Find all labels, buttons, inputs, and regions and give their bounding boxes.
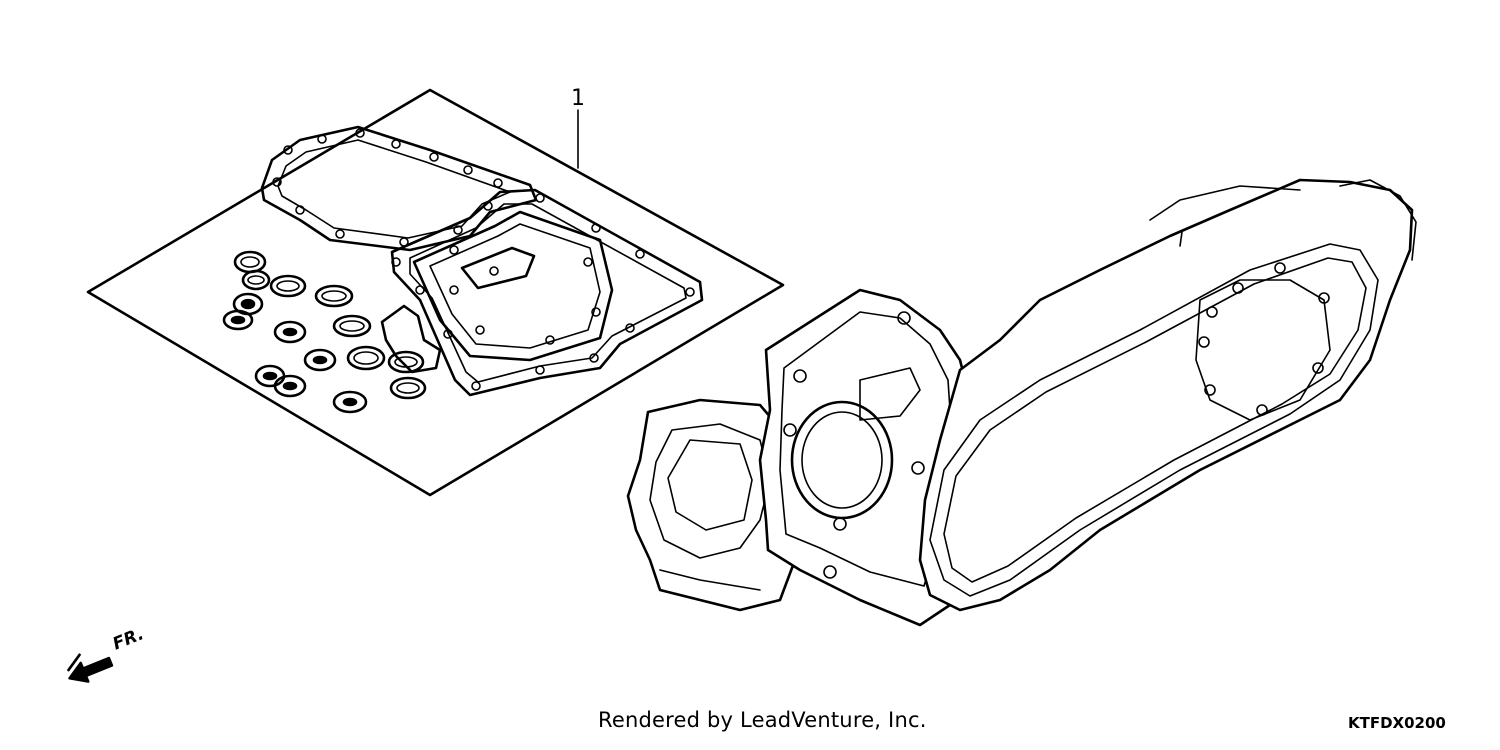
drive-cover-seal-outer xyxy=(929,243,1379,597)
case-gasket-outer xyxy=(412,210,614,362)
gasket-sheet-outline xyxy=(86,88,785,497)
cover-gasket-outer xyxy=(260,125,538,252)
gasket-bolt-holes xyxy=(272,128,695,391)
left-crankcase-detail xyxy=(649,423,771,559)
drive-cover xyxy=(918,178,1414,612)
gasket-kit-sheet[interactable] xyxy=(86,88,785,497)
cover-bolt-holes xyxy=(1198,262,1330,416)
cover-gasket-inner xyxy=(277,139,511,239)
o-rings-and-seals xyxy=(222,250,427,414)
drive-cover-seal-inner xyxy=(943,257,1367,583)
small-irregular-gasket xyxy=(380,304,442,374)
plate-hole xyxy=(489,266,499,276)
clutch-cover-bolt-ring xyxy=(1195,279,1331,421)
case-gasket-inner xyxy=(429,223,601,349)
diagram-code: KTFDX0200 xyxy=(1348,714,1446,732)
crankcase-gasket-outer xyxy=(390,188,704,397)
render-credit: Rendered by LeadVenture, Inc. xyxy=(598,708,927,732)
small-plate-gasket xyxy=(460,246,536,290)
callout-number-1[interactable]: 1 xyxy=(571,86,585,111)
crankcase-gasket-inner xyxy=(409,203,687,383)
engine-assembly xyxy=(626,178,1417,627)
front-arrow-icon xyxy=(67,653,114,683)
